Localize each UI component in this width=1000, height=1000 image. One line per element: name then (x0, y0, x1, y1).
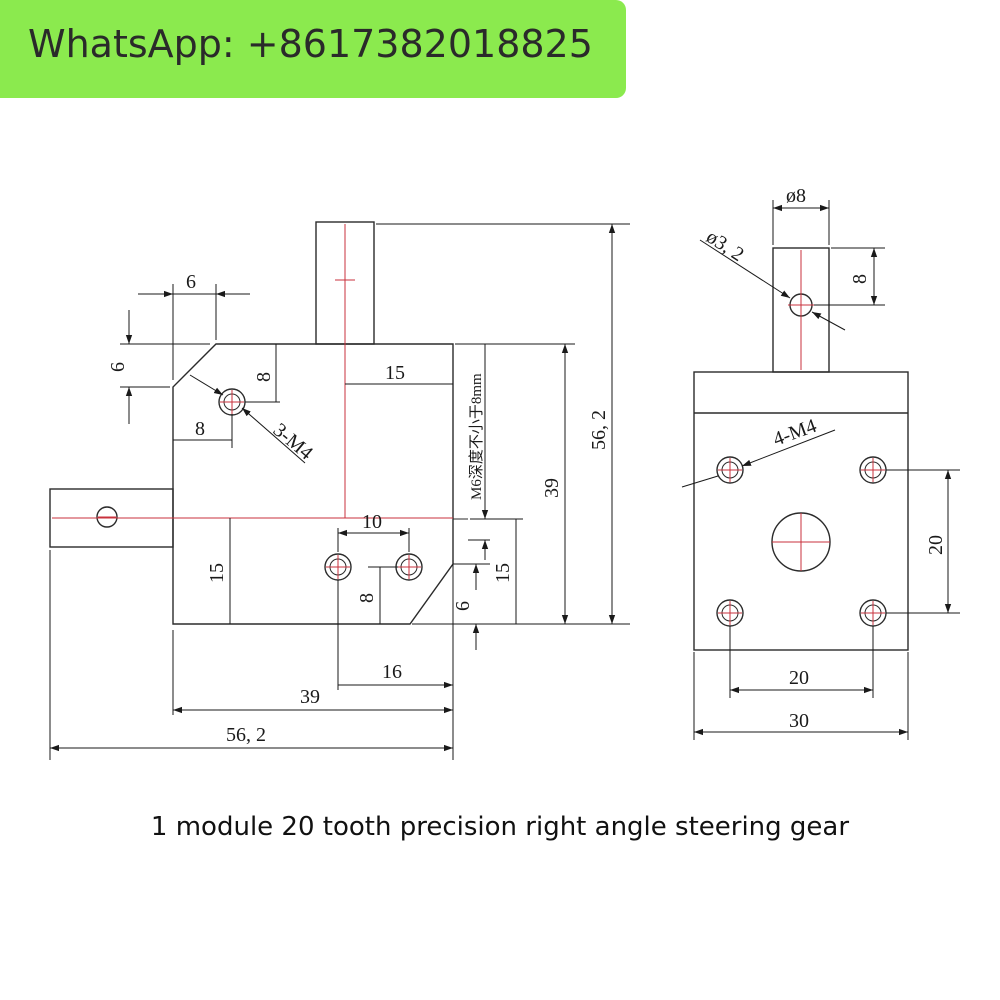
dim-hole-thread: 3-M4 (269, 419, 317, 464)
dim-pin-hole: ø3, 2 (702, 226, 748, 266)
dim-shaft-dia: ø8 (786, 185, 806, 207)
dim-side-width: 30 (789, 710, 809, 732)
dim-offset-15-top: 15 (385, 362, 405, 384)
front-body-outline (172, 343, 454, 625)
front-dimension-lines (49, 223, 630, 760)
dim-thread-depth-note: M6深度不小于8mm (468, 373, 485, 500)
dim-left-15: 15 (206, 563, 228, 583)
front-centerlines (52, 224, 453, 579)
dim-horizontal-spacing: 20 (789, 667, 809, 689)
dim-hole-spacing: 10 (362, 511, 382, 533)
dim-bottom-39: 39 (300, 686, 320, 708)
whatsapp-contact-text: WhatsApp: +8617382018825 (28, 22, 593, 66)
side-centerlines (718, 250, 885, 625)
dim-right-15: 15 (492, 563, 514, 583)
dim-chamfer-height: 6 (107, 362, 129, 372)
front-dimension-labels: 6 6 8 8 3-M4 15 M6深度不小于8mm 39 56, 2 10 1… (107, 271, 610, 746)
side-hole-tl (716, 456, 744, 484)
dim-hole-x: 8 (195, 418, 205, 440)
side-body (693, 371, 909, 651)
dim-hole-y: 8 (253, 372, 275, 382)
dim-chamfer-6: 6 (452, 601, 474, 611)
dim-overall-width: 56, 2 (226, 724, 266, 746)
dim-bottom-16: 16 (382, 661, 402, 683)
front-shaft-pin-hole (96, 506, 118, 528)
dim-overall-height: 56, 2 (588, 410, 610, 450)
side-dimension-lines (681, 200, 960, 740)
dim-pin-offset: 8 (849, 274, 871, 284)
dim-hole-8: 8 (356, 593, 378, 603)
dim-height-39: 39 (541, 478, 563, 498)
whatsapp-banner: WhatsApp: +8617382018825 (0, 0, 626, 98)
dim-top-width: 6 (186, 271, 196, 293)
drawing-caption: 1 module 20 tooth precision right angle … (150, 812, 850, 842)
dim-vertical-spacing: 20 (925, 535, 947, 555)
